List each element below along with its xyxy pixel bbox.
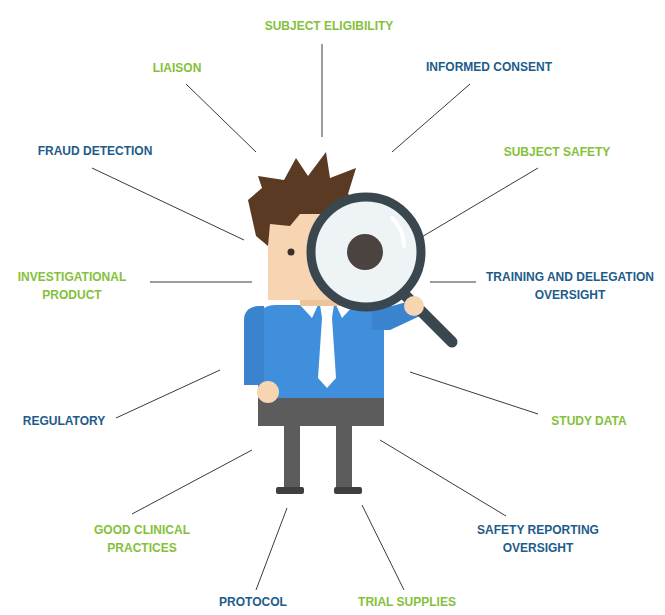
glass-handle: [402, 292, 452, 342]
leader-line: [92, 168, 244, 240]
leader-line: [256, 508, 287, 590]
leader-line: [132, 450, 252, 514]
leader-line: [420, 168, 538, 238]
tie: [318, 305, 336, 388]
topic-label: SAFETY REPORTING OVERSIGHT: [463, 521, 613, 557]
hand: [257, 381, 279, 403]
leader-line: [410, 372, 538, 414]
leader-line: [430, 282, 476, 283]
leader-line: [150, 282, 252, 283]
topic-label: INFORMED CONSENT: [389, 58, 589, 76]
topic-label: FRAUD DETECTION: [10, 142, 180, 160]
magnifying-lens: [311, 197, 421, 307]
topic-label: SUBJECT ELIGIBILITY: [229, 17, 429, 35]
leg: [336, 420, 352, 490]
topic-label: REGULATORY: [4, 412, 124, 430]
leader-line: [362, 505, 404, 590]
leader-line: [322, 44, 323, 137]
topic-label: TRIAL SUPPLIES: [327, 593, 487, 611]
collar: [300, 305, 318, 318]
leader-line: [380, 440, 506, 516]
hand: [404, 296, 424, 316]
leader-line: [392, 84, 470, 152]
topic-label: INVESTIGATIONAL PRODUCT: [7, 268, 137, 304]
leader-line: [116, 370, 220, 418]
topic-label: LIAISON: [127, 59, 227, 77]
topic-label: SUBJECT SAFETY: [467, 143, 647, 161]
inspector-figure: [244, 152, 452, 494]
topic-label: GOOD CLINICAL PRACTICES: [77, 521, 207, 557]
shoe: [276, 487, 304, 494]
leg: [284, 420, 300, 490]
magnified-pupil: [347, 234, 383, 270]
arm: [244, 306, 264, 385]
topic-label: STUDY DATA: [529, 412, 649, 430]
topic-label: TRAINING AND DELEGATION OVERSIGHT: [485, 268, 655, 304]
shirt: [258, 305, 384, 398]
leader-line: [186, 84, 256, 152]
topic-label: PROTOCOL: [193, 593, 313, 611]
lens-glint: [392, 218, 404, 246]
shoe: [334, 487, 362, 494]
eye: [288, 249, 295, 256]
leader-lines: [92, 44, 538, 590]
